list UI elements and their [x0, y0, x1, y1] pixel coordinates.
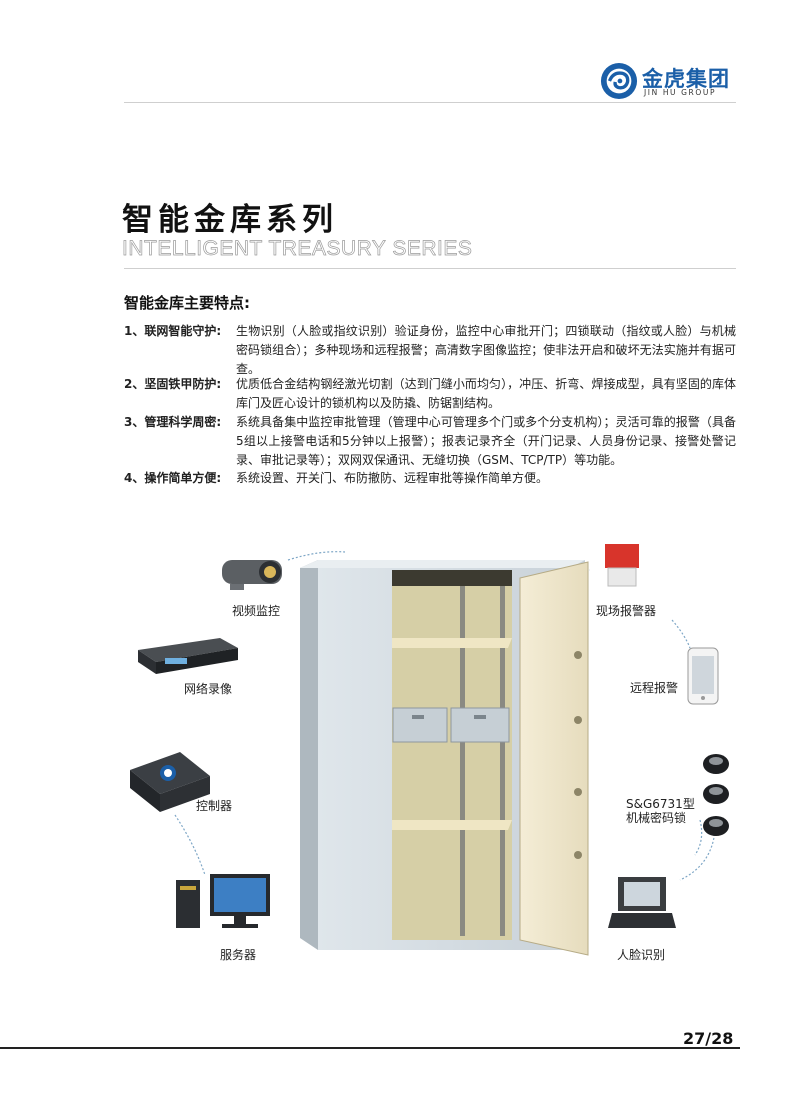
alarm-phone-connector: [671, 619, 691, 649]
feature-text: 系统设置、开关门、布防撤防、远程审批等操作简单方便。: [236, 471, 549, 485]
feature-text: 系统具备集中监控审批管理（管理中心可管理多个门或多个分支机构）；灵活可靠的报警（…: [236, 415, 736, 467]
combination-lock-icon: [703, 754, 729, 836]
page-number: 27/28: [683, 1029, 734, 1048]
jinhu-logo-icon: [600, 62, 638, 100]
footer-rule: [0, 1047, 740, 1049]
controller-label: 控制器: [196, 799, 233, 813]
feature-label: 1、联网智能守护:: [124, 324, 222, 338]
lock-connector: [694, 819, 703, 856]
lock-model-label: S&G6731型: [626, 797, 695, 811]
safe-cabinet: [300, 560, 589, 956]
face-recognition-terminal-icon: [608, 877, 676, 928]
dvr-recorder-icon: [138, 638, 238, 674]
face-connector: [679, 829, 716, 881]
controller-icon: [130, 752, 210, 812]
logo-text: 金虎集团: [642, 67, 730, 91]
feature-label: 3、管理科学周密:: [124, 415, 222, 429]
page-subtitle-english: INTELLIGENT TREASURY SERIES: [122, 237, 473, 261]
logo-subtitle: JIN HU GROUP: [644, 88, 717, 97]
feature-label: 4、操作简单方便:: [124, 471, 222, 485]
dvr-label: 网络录像: [184, 682, 233, 696]
server-label: 服务器: [220, 948, 257, 962]
alarm-label: 现场报警器: [596, 604, 657, 618]
controller-connector: [174, 814, 206, 876]
feature-text: 生物识别（人脸或指纹识别）验证身份，监控中心审批开门；四锁联动（指纹或人脸）与机…: [236, 324, 736, 376]
server-computer-icon: [176, 874, 270, 928]
camera-connector: [287, 551, 346, 561]
camera-label: 视频监控: [232, 604, 281, 618]
face-recognition-label: 人脸识别: [617, 948, 666, 962]
title-rule: [124, 268, 736, 269]
page-title: 智能金库系列: [122, 202, 338, 238]
mobile-phone-icon: [687, 647, 719, 705]
feature-label: 2、坚固铁甲防护:: [124, 377, 222, 391]
camera-icon: [222, 560, 282, 590]
header-rule: [124, 102, 736, 103]
features-heading: 智能金库主要特点:: [124, 294, 250, 312]
system-diagram: [130, 544, 729, 956]
feature-text: 优质低合金结构钢经激光切割（达到门缝小而均匀），冲压、折弯、焊接成型，具有坚固的…: [236, 377, 736, 410]
alarm-siren-icon: [605, 544, 639, 587]
lock-name-label: 机械密码锁: [626, 811, 687, 825]
remote-alarm-label: 远程报警: [630, 681, 679, 695]
